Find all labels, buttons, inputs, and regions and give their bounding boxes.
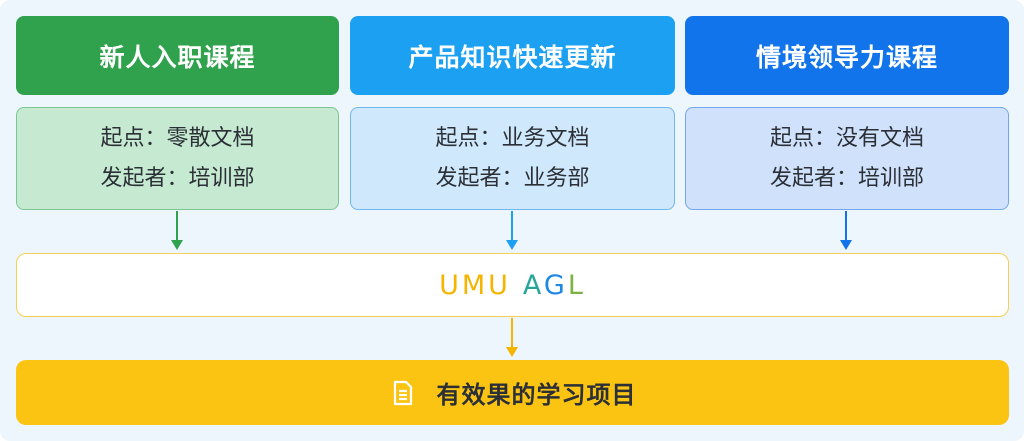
column-1-title: 新人入职课程: [16, 16, 339, 95]
column-3-initiator: 发起者：培训部: [769, 165, 924, 191]
column-1-start: 起点：零散文档: [100, 125, 255, 151]
column-2-start: 起点：业务文档: [435, 125, 590, 151]
logo-letter-l: L: [567, 269, 586, 301]
column-2-description: 起点：业务文档 发起者：业务部: [350, 107, 675, 210]
logo-letter-a: A: [522, 269, 544, 301]
column-2-initiator: 发起者：业务部: [435, 165, 590, 191]
column-3-description: 起点：没有文档 发起者：培训部: [685, 107, 1009, 210]
column-2-title: 产品知识快速更新: [350, 16, 675, 95]
document-list-icon: [393, 380, 412, 405]
logo-umu-text: UMU: [439, 269, 511, 301]
column-3-title: 情境领导力课程: [685, 16, 1009, 95]
arrow-column-2: [506, 211, 518, 250]
logo-agl-text: AGL: [523, 270, 586, 301]
column-3-start: 起点：没有文档: [769, 125, 924, 151]
arrow-column-1: [171, 211, 183, 250]
result-label: 有效果的学习项目: [436, 381, 637, 409]
column-1-initiator: 发起者：培训部: [100, 165, 255, 191]
arrow-column-3: [840, 211, 852, 250]
arrow-platform-to-result: [506, 318, 518, 357]
column-1-description: 起点：零散文档 发起者：培训部: [16, 107, 339, 210]
logo-letter-g: G: [543, 269, 568, 301]
platform-box: UMU AGL: [16, 253, 1009, 317]
result-box: 有效果的学习项目: [16, 360, 1009, 425]
